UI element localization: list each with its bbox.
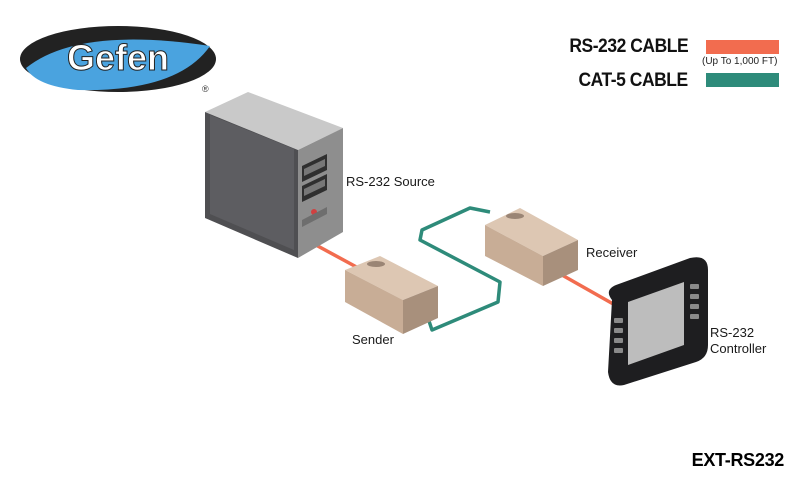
label-controller-line1: RS-232 [710, 325, 755, 340]
legend-cat5-label: CAT-5 CABLE [578, 70, 689, 91]
label-controller-line2: Controller [710, 341, 767, 356]
legend-rs232-label: RS-232 CABLE [569, 36, 688, 57]
legend-rs232-note: (Up To 1,000 FT) [702, 56, 778, 67]
legend-rs232-swatch [706, 40, 779, 54]
registered-mark: ® [202, 84, 209, 94]
label-receiver: Receiver [586, 245, 638, 260]
rs232-cable-receiver-controller [561, 273, 616, 307]
gefen-logo: Gefen [18, 24, 218, 94]
model-number: EXT-RS232 [691, 450, 785, 470]
sender-box [345, 256, 438, 334]
logo-text: Gefen [67, 37, 169, 78]
label-sender: Sender [352, 332, 394, 347]
rs232-controller-panel [608, 257, 708, 386]
cat5-cable [418, 206, 502, 332]
rs232-source-tower [205, 92, 343, 258]
receiver-box [485, 208, 578, 286]
label-rs232-source: RS-232 Source [346, 174, 435, 189]
legend-cat5-swatch [706, 73, 779, 87]
